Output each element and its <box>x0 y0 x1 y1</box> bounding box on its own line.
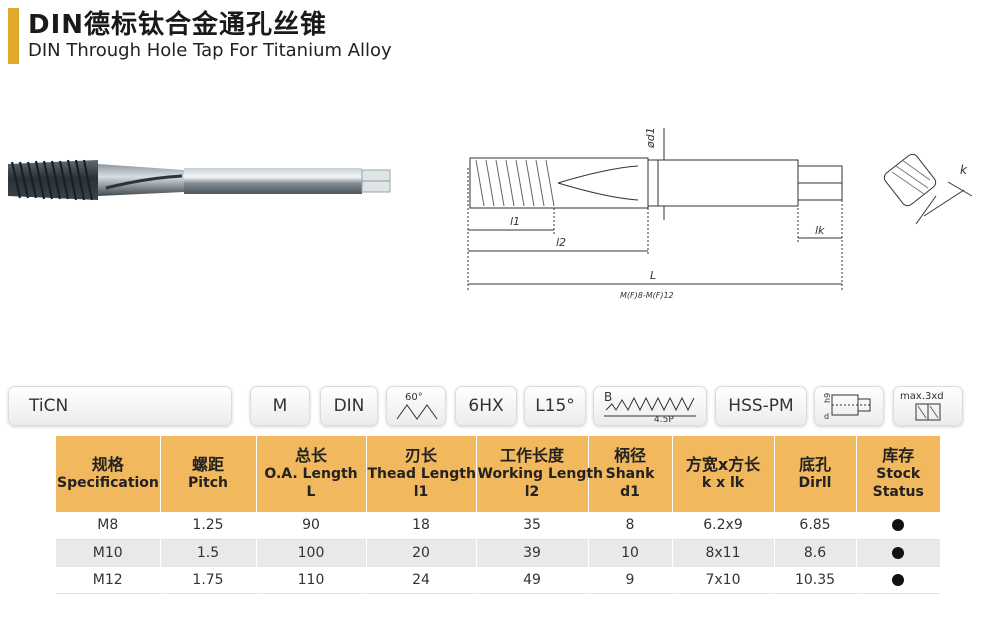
cell-shank: 9 <box>588 566 673 593</box>
page-title-en: DIN Through Hole Tap For Titanium Alloy <box>28 40 392 61</box>
thread-angle-badge: 60° <box>386 386 446 426</box>
title-accent-bar <box>8 8 19 64</box>
chamfer-form-badge: B 4.5P <box>593 386 707 426</box>
spiral-angle-label: L15° <box>535 396 575 416</box>
label-l1: l1 <box>510 215 520 228</box>
cell-drill: 8.6 <box>774 539 857 566</box>
in-stock-dot <box>892 573 905 586</box>
cell-stock <box>856 512 940 539</box>
tap-product-photo <box>8 159 391 201</box>
cell-pitch: 1.75 <box>160 566 257 593</box>
cell-working-length: 39 <box>476 539 589 566</box>
in-stock-dot <box>892 519 905 532</box>
cell-spec: M10 <box>56 539 161 566</box>
coating-label: TiCN <box>29 396 69 416</box>
tap-technical-drawing: ød1 l1 l2 L lk M(F)8-M(F)12 <box>467 127 843 300</box>
shank-tolerance-badge: d h9 <box>814 386 884 426</box>
tolerance-badge: 6HX <box>455 386 517 426</box>
cell-spec: M8 <box>56 512 161 539</box>
square-size-label: max.3xd <box>900 391 944 402</box>
label-lk: lk <box>815 224 825 237</box>
material-badge: HSS-PM <box>715 386 807 426</box>
square-size-icon: max.3xd <box>900 391 944 421</box>
table-row: M8 1.25 90 18 35 8 6.2x9 6.85 <box>56 512 940 539</box>
tolerance-label: 6HX <box>468 396 504 416</box>
cell-square: 8x11 <box>672 539 775 566</box>
cell-thread-length: 18 <box>366 512 477 539</box>
chamfer-letter: B <box>604 390 612 404</box>
in-stock-dot <box>892 546 905 559</box>
cell-spec: M12 <box>56 566 161 593</box>
cell-drill: 10.35 <box>774 566 857 593</box>
thread-angle-label: 60° <box>405 392 423 403</box>
cell-shank: 10 <box>588 539 673 566</box>
cell-working-length: 49 <box>476 566 589 593</box>
cell-length: 100 <box>256 539 367 566</box>
shank-tolerance-icon: d h9 <box>823 393 871 421</box>
coating-badge: TiCN <box>8 386 232 426</box>
spiral-angle-badge: L15° <box>524 386 586 426</box>
chamfer-pitch-label: 4.5P <box>654 415 674 424</box>
cell-thread-length: 20 <box>366 539 477 566</box>
cell-drill: 6.85 <box>774 512 857 539</box>
chamfer-form-icon: B 4.5P <box>604 390 696 424</box>
cell-shank: 8 <box>588 512 673 539</box>
thread-angle-icon: 60° <box>396 392 438 420</box>
table-row: M12 1.75 110 24 49 9 7x10 10.35 <box>56 566 940 593</box>
label-d1: ød1 <box>644 127 657 149</box>
page-title-cn: DIN德标钛合金通孔丝锥 <box>28 10 328 40</box>
cell-working-length: 35 <box>476 512 589 539</box>
cell-square: 6.2x9 <box>672 512 775 539</box>
cell-pitch: 1.5 <box>160 539 257 566</box>
square-end-view: k <box>883 153 973 225</box>
label-L: L <box>650 269 656 282</box>
cell-pitch: 1.25 <box>160 512 257 539</box>
shank-tol-label: h9 <box>823 393 832 403</box>
shank-d-label: d <box>824 412 829 421</box>
standard-badge: DIN <box>320 386 378 426</box>
standard-label: DIN <box>333 396 365 416</box>
cell-square: 7x10 <box>672 566 775 593</box>
cell-thread-length: 24 <box>366 566 477 593</box>
thread-type-label: M <box>272 396 288 416</box>
square-size-badge: max.3xd <box>893 386 963 426</box>
cell-stock <box>856 539 940 566</box>
material-label: HSS-PM <box>728 396 794 416</box>
label-l2: l2 <box>556 236 566 249</box>
thread-type-badge: M <box>250 386 310 426</box>
table-row: M10 1.5 100 20 39 10 8x11 8.6 <box>56 539 940 566</box>
cell-length: 90 <box>256 512 367 539</box>
cell-stock <box>856 566 940 593</box>
cell-length: 110 <box>256 566 367 593</box>
drawing-caption: M(F)8-M(F)12 <box>620 291 674 300</box>
label-k: k <box>960 163 968 177</box>
